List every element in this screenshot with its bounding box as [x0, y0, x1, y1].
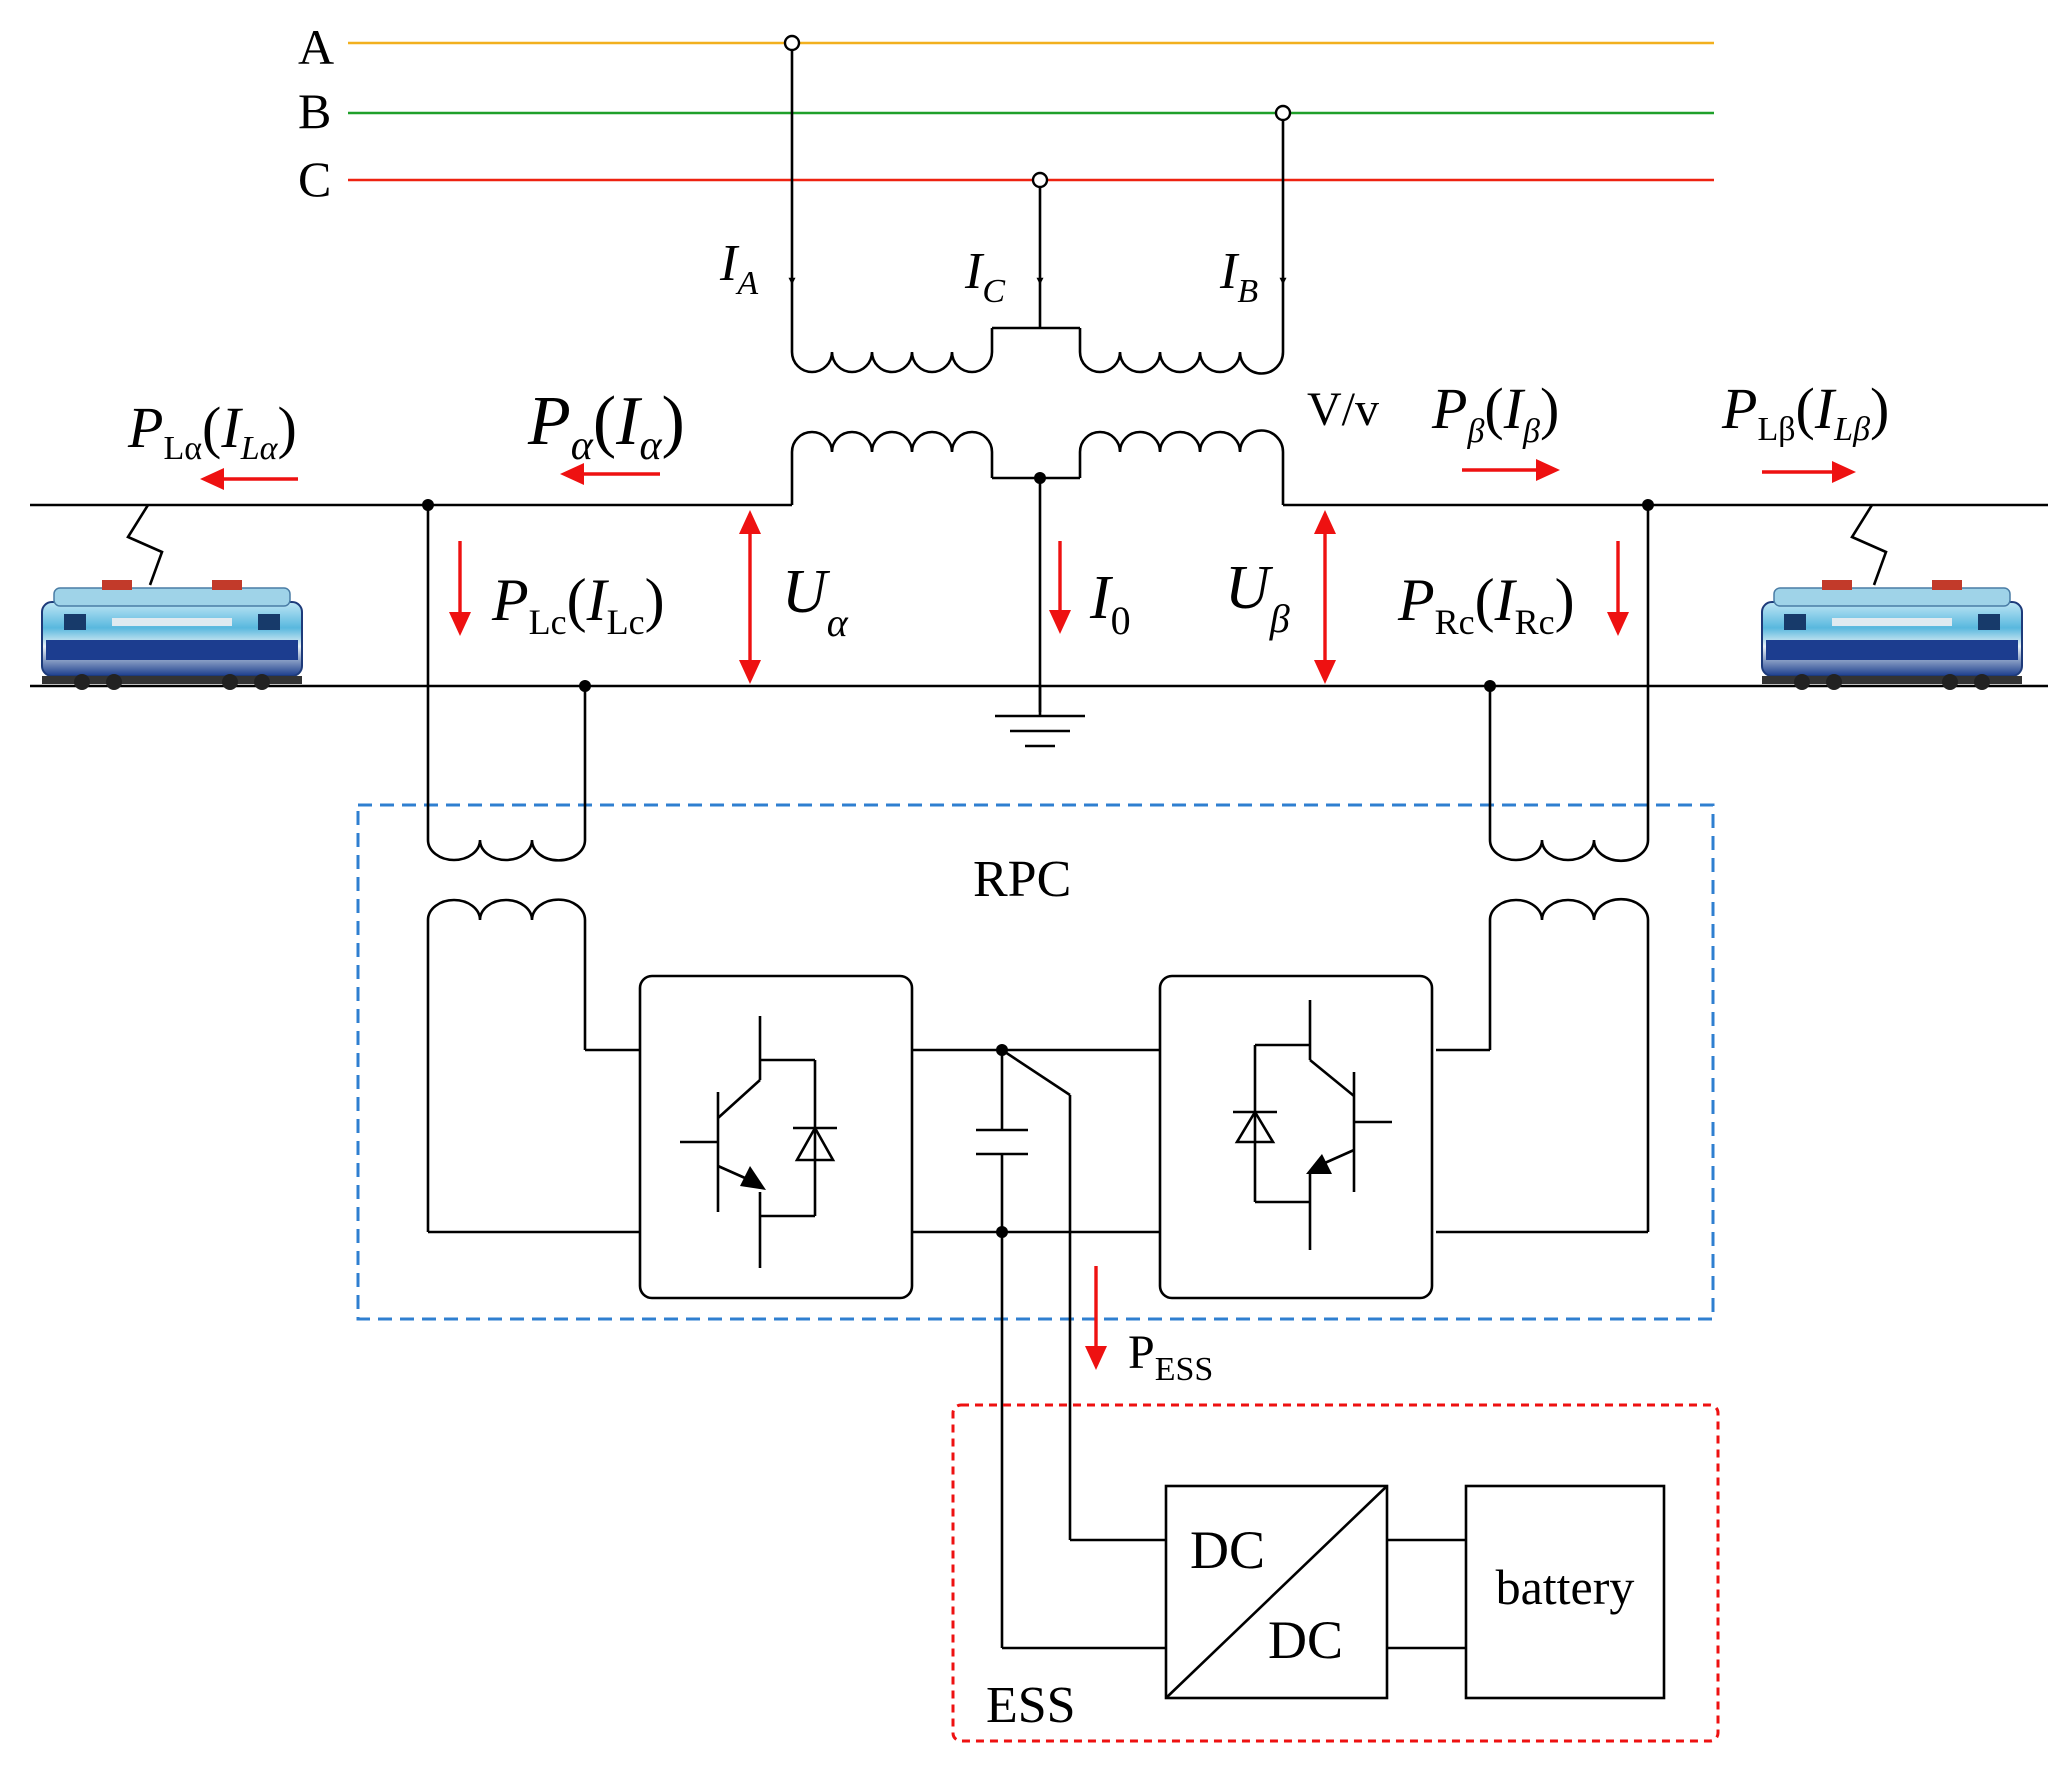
igbt-icon [680, 1016, 817, 1268]
dcdc-converter [1164, 1484, 1389, 1700]
p-beta-label: Pβ(Iβ) [1431, 376, 1559, 450]
igbt-icon [1253, 1000, 1392, 1250]
rpc-left-transformer [426, 505, 640, 1234]
ess-label: ESS [986, 1677, 1076, 1734]
transformer-secondary [790, 429, 1285, 712]
tap-b-node [1274, 104, 1292, 122]
diode-icon [793, 1125, 837, 1162]
p-alpha-label: Pα(Iα) [527, 383, 685, 469]
p-beta-arrow [1462, 459, 1560, 481]
p-ess-arrow [1085, 1266, 1107, 1370]
dcdc-bottom-label: DC [1268, 1610, 1343, 1670]
tap-a-node [783, 34, 801, 52]
transformer-label: V/v [1307, 383, 1379, 436]
battery-label: battery [1496, 1559, 1635, 1615]
current-ic-label: IC [964, 243, 1005, 310]
phase-b-label: B [298, 83, 331, 139]
u-beta-arrow [1314, 510, 1336, 684]
p-lc-label: PLc(ILc) [491, 567, 665, 642]
tap-c-node [1031, 171, 1049, 189]
p-rc-arrow [1607, 541, 1629, 636]
ground-icon [995, 686, 1085, 748]
p-l-beta-label: PLβ(ILβ) [1721, 376, 1889, 448]
converter-right [1158, 974, 1434, 1300]
rpc-boundary [356, 803, 1715, 1321]
p-ess-label: PESS [1128, 1326, 1213, 1388]
i0-arrow [1049, 541, 1071, 634]
battery-box [1464, 1484, 1666, 1700]
p-lc-arrow [449, 541, 471, 636]
u-alpha-label: Uα [782, 558, 849, 645]
current-ia-label: IA [719, 235, 758, 302]
current-ib-label: IB [1219, 243, 1258, 310]
phase-a-label: A [298, 19, 334, 75]
converter-left [638, 974, 914, 1300]
capacitor-icon [976, 1128, 1028, 1156]
phase-c-label: C [298, 151, 331, 207]
p-alpha-arrow [560, 463, 660, 485]
transformer-primary [790, 284, 1285, 375]
diode-icon [1233, 1109, 1277, 1144]
rpc-label: RPC [973, 851, 1071, 908]
p-l-alpha-label: PLα(ILα) [127, 395, 297, 467]
pantograph-icon [126, 504, 1888, 586]
rpc-right-transformer [1436, 505, 1650, 1234]
dc-link [912, 1044, 1160, 1648]
p-l-beta-arrow [1762, 461, 1856, 483]
current-i0-label: I0 [1089, 564, 1131, 643]
p-rc-label: PRc(IRc) [1397, 567, 1575, 642]
ess-wiring [1002, 1538, 1466, 1650]
dcdc-diagonal [1165, 1485, 1388, 1699]
u-alpha-arrow [739, 510, 761, 684]
u-beta-label: Uβ [1225, 554, 1290, 641]
p-l-alpha-arrow [200, 468, 298, 490]
dcdc-top-label: DC [1190, 1520, 1265, 1580]
locomotive-icon [41, 579, 2023, 691]
